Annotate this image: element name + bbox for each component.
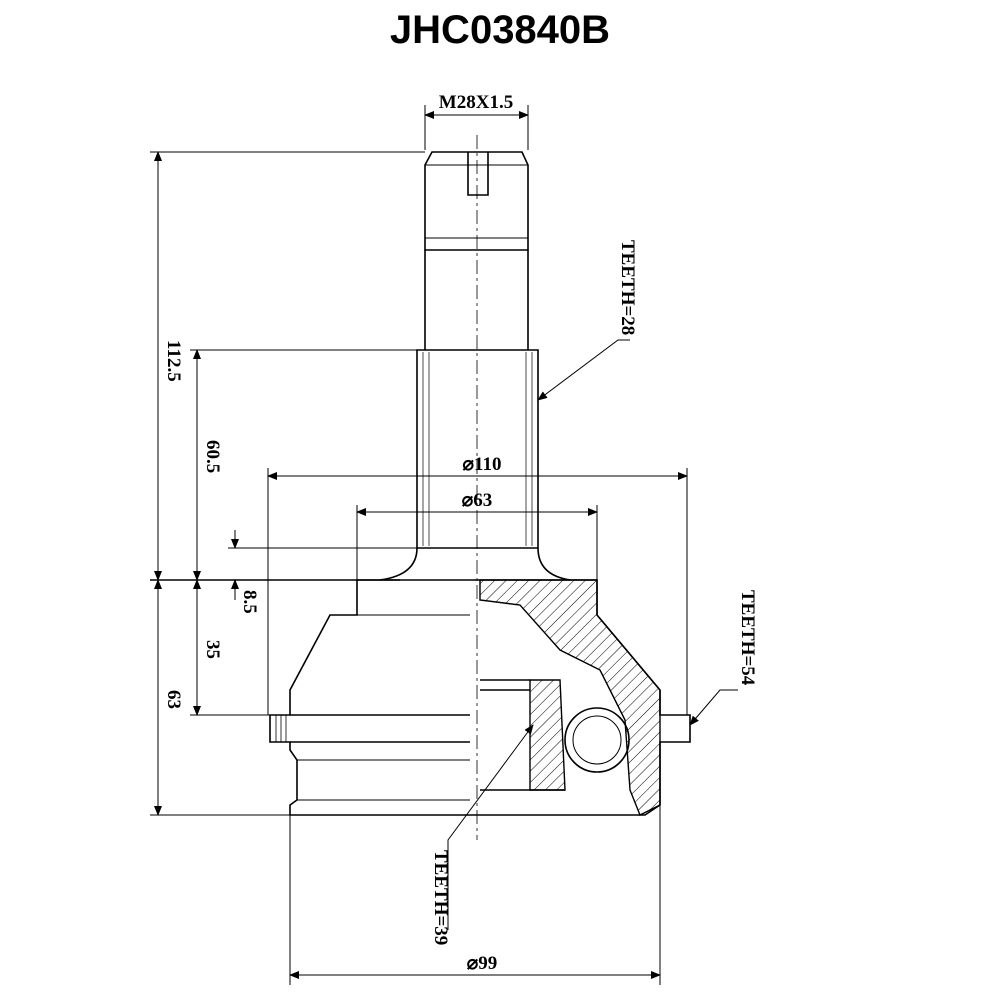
length-60-5-label: 60.5 [202,440,223,473]
part-number-title: JHC03840B [389,8,611,52]
housing [269,579,691,816]
dia-63-label: ⌀63 [462,490,492,511]
length-8-5-label: 8.5 [239,590,260,614]
dia-99-label: ⌀99 [467,953,497,974]
teeth-28-label: TEETH=28 [617,240,638,335]
thread-label: M28X1.5 [439,92,513,113]
ball [564,707,630,773]
dimension-lines [150,105,738,985]
dia-110-label: ⌀110 [463,454,502,475]
shaft [379,151,571,581]
teeth-54-label: TEETH=54 [737,590,758,686]
teeth-39-label: TEETH=39 [430,850,451,945]
length-63-label: 63 [163,690,184,709]
length-35-label: 35 [202,640,223,659]
abs-ring-teeth [275,715,287,742]
length-112-5-label: 112.5 [163,340,184,382]
